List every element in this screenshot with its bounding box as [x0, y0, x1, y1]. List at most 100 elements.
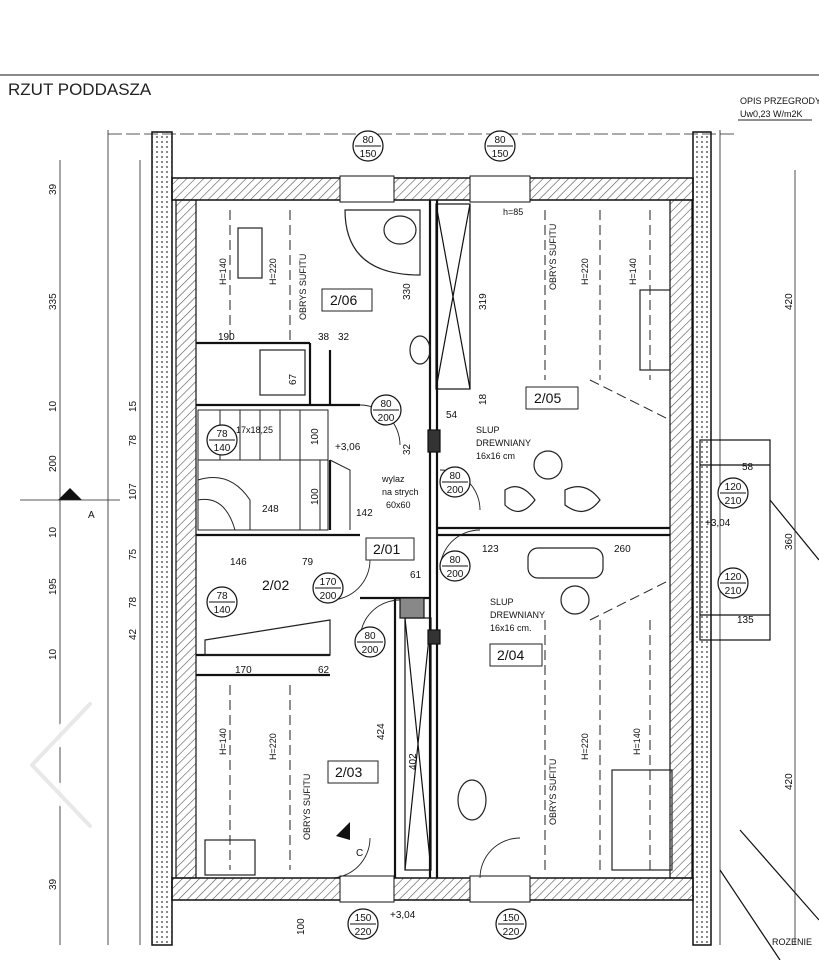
svg-text:H=140: H=140 [218, 728, 228, 755]
opening-w8-height: 220 [503, 927, 520, 938]
stamp-uvalue: Uw0,23 W/m2K [740, 109, 803, 119]
chevron-left-icon [24, 696, 98, 834]
outer-walls [151, 131, 712, 946]
opening-w1-height: 150 [360, 149, 377, 160]
wall-openings [339, 175, 531, 903]
svg-text:123: 123 [482, 544, 499, 555]
opening-dr3-width: 80 [449, 555, 461, 566]
balcony [699, 439, 819, 960]
ceiling-outline-label-3: OBRYS SUFITU [302, 774, 312, 840]
opening-w6-width: 120 [725, 572, 742, 583]
svg-text:18: 18 [478, 393, 489, 405]
column-1-size: 16x16 cm [476, 451, 515, 461]
column-1-title: SLUP [476, 425, 500, 435]
svg-text:H=140: H=140 [218, 258, 228, 285]
room-2-03: 2/03 [335, 764, 362, 780]
svg-text:420: 420 [784, 773, 795, 790]
svg-text:H=140: H=140 [632, 728, 642, 755]
column-2-title: SLUP [490, 597, 514, 607]
ceiling-outline-label-2: OBRYS SUFITU [548, 224, 558, 290]
previous-image-button[interactable] [8, 690, 104, 840]
furniture [204, 209, 673, 876]
ceiling-outline-label-1: OBRYS SUFITU [298, 254, 308, 320]
level-mark-3: +3,04 [390, 910, 416, 921]
ceiling-outlines [229, 210, 671, 870]
svg-text:100: 100 [296, 918, 307, 935]
openings: 8015080150781407814012021012021015022015… [206, 130, 749, 940]
svg-text:61: 61 [410, 570, 422, 581]
height-labels: H=140 H=220 H=220 H=140 H=140 H=220 H=22… [218, 207, 642, 760]
svg-text:424: 424 [376, 723, 387, 740]
svg-text:107: 107 [128, 483, 139, 500]
svg-text:10: 10 [48, 648, 59, 660]
opening-dr3-height: 200 [447, 569, 464, 580]
svg-text:100: 100 [310, 488, 321, 505]
svg-text:17x18,25: 17x18,25 [236, 425, 273, 435]
opening-dr2-height: 200 [447, 485, 464, 496]
room-2-06: 2/06 [330, 292, 357, 308]
svg-text:190: 190 [218, 332, 235, 343]
opening-w3-width: 78 [216, 429, 228, 440]
svg-text:H=220: H=220 [580, 733, 590, 760]
dimension-labels: 39 335 10 78 15 200 107 10 75 195 78 42 … [48, 183, 795, 935]
plan-title: RZUT PODDASZA [8, 80, 152, 99]
opening-dr4-height: 200 [320, 591, 337, 602]
svg-text:10: 10 [48, 526, 59, 538]
column-2-size: 16x16 cm. [490, 623, 532, 633]
opening-w1-width: 80 [362, 135, 374, 146]
opening-dr5-height: 200 [362, 645, 379, 656]
section-a-arrow-icon [58, 488, 82, 500]
opening-dr2-width: 80 [449, 471, 461, 482]
svg-text:32: 32 [338, 332, 350, 343]
opening-w3-height: 140 [214, 443, 231, 454]
opening-w2-width: 80 [494, 135, 506, 146]
ceiling-outline-label-4: OBRYS SUFITU [548, 759, 558, 825]
svg-text:38: 38 [318, 332, 330, 343]
interior-walls [196, 200, 670, 878]
svg-text:360: 360 [784, 533, 795, 550]
stamp-top: OPIS PRZEGRODY [740, 96, 819, 106]
room-labels: 2/06 2/05 2/01 2/02 2/03 2/04 [262, 288, 579, 784]
section-c-label: C [356, 848, 363, 859]
svg-text:10: 10 [48, 400, 59, 412]
svg-text:42: 42 [128, 628, 139, 640]
hatch-line-2: na strych [382, 487, 419, 497]
level-mark-2: +3,04 [705, 518, 731, 529]
svg-text:195: 195 [48, 578, 59, 595]
opening-w5-height: 210 [725, 496, 742, 507]
column-notes: SLUP DREWNIANY 16x16 cm SLUP DREWNIANY 1… [381, 425, 545, 633]
svg-text:170: 170 [235, 665, 252, 676]
svg-text:39: 39 [48, 183, 59, 195]
room-2-04: 2/04 [497, 647, 524, 663]
opening-w4-height: 140 [214, 605, 231, 616]
section-c-arrow-icon [336, 822, 350, 840]
svg-text:H=220: H=220 [580, 258, 590, 285]
svg-text:420: 420 [784, 293, 795, 310]
opening-w8-width: 150 [503, 913, 520, 924]
opening-w7-width: 150 [355, 913, 372, 924]
svg-text:402: 402 [408, 753, 419, 770]
svg-text:54: 54 [446, 410, 458, 421]
opening-w4-width: 78 [216, 591, 228, 602]
section-markers: A C [20, 488, 363, 859]
level-marks: +3,06 +3,04 +3,04 [335, 442, 731, 921]
room-2-01: 2/01 [373, 541, 400, 557]
hatch-line-1: wylaz [381, 474, 405, 484]
opening-dr1-height: 200 [378, 413, 395, 424]
svg-text:248: 248 [262, 504, 279, 515]
column-1-sub: DREWNIANY [476, 438, 531, 448]
svg-text:135: 135 [737, 615, 754, 626]
opening-dr5-width: 80 [364, 631, 376, 642]
svg-text:78: 78 [128, 596, 139, 608]
svg-text:58: 58 [742, 462, 754, 473]
svg-text:H=220: H=220 [268, 733, 278, 760]
svg-text:330: 330 [402, 283, 413, 300]
